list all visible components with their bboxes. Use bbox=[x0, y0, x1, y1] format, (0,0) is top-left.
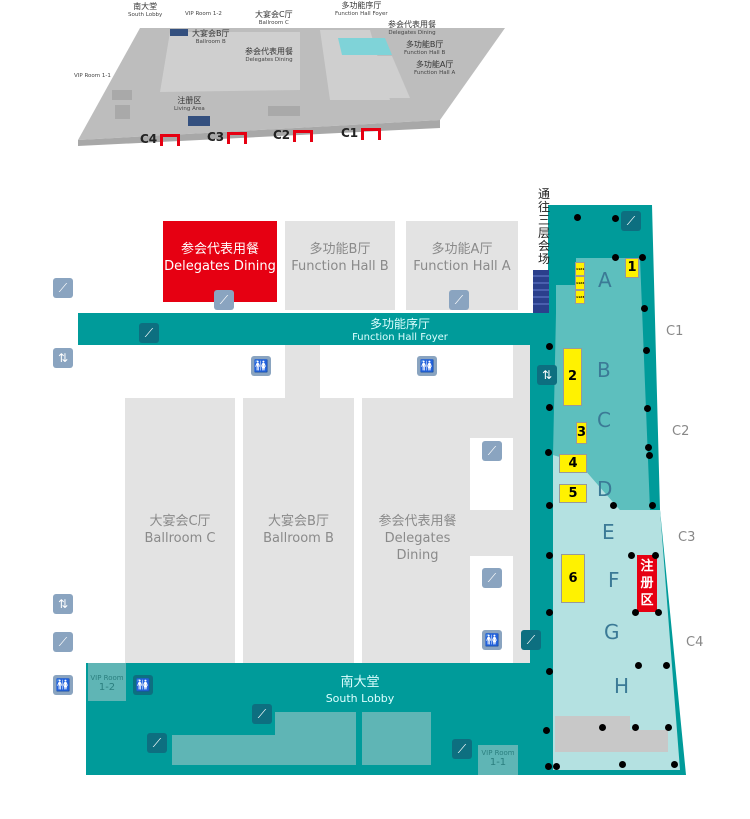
column-dot bbox=[546, 502, 553, 509]
column-dot bbox=[574, 214, 581, 221]
escalator-icon: ⟋ bbox=[621, 211, 641, 231]
gate-c4: C4 bbox=[686, 635, 704, 650]
overview-map bbox=[78, 28, 505, 146]
stairs-icon: ⟋ bbox=[482, 441, 502, 461]
gate-c3: C3 bbox=[678, 530, 696, 545]
column-dot bbox=[553, 763, 560, 770]
column-dot bbox=[612, 215, 619, 222]
column-dot bbox=[628, 552, 635, 559]
column-dot bbox=[646, 452, 653, 459]
ov-label-vip11: VIP Room 1-1 bbox=[74, 73, 111, 79]
zone-c: C bbox=[597, 408, 611, 432]
column-dot bbox=[610, 502, 617, 509]
zone-b: B bbox=[597, 358, 611, 382]
column-dot bbox=[652, 552, 659, 559]
column-dot bbox=[619, 761, 626, 768]
column-dot bbox=[649, 502, 656, 509]
booth-1122[interactable]: 1122 bbox=[575, 276, 585, 290]
column-dot bbox=[643, 347, 650, 354]
column-dot bbox=[645, 444, 652, 451]
elevator-icon: ⇅ bbox=[53, 594, 73, 614]
stairs-icon: ⟋ bbox=[214, 290, 234, 310]
column-dot bbox=[545, 763, 552, 770]
registration-area[interactable]: 注册区 bbox=[637, 555, 657, 612]
label-to-third-floor: 通往三层会场 bbox=[538, 187, 551, 266]
booth-4[interactable]: 4 bbox=[559, 454, 587, 473]
column-dot bbox=[612, 254, 619, 261]
column-dot bbox=[665, 724, 672, 731]
restroom-icon: 🚻 bbox=[417, 356, 437, 376]
column-dot bbox=[663, 662, 670, 669]
stairs-icon: ⟋ bbox=[452, 739, 472, 759]
stairs-icon: ⟋ bbox=[482, 568, 502, 588]
column-dot bbox=[644, 405, 651, 412]
ov-gate-c3: C3 bbox=[207, 130, 248, 144]
ov-gate-c2: C2 bbox=[273, 128, 314, 142]
column-dot bbox=[546, 404, 553, 411]
column-dot bbox=[599, 724, 606, 731]
ov-label-vip12: VIP Room 1-2 bbox=[185, 11, 222, 17]
column-dot bbox=[546, 668, 553, 675]
stairs-icon: ⟋ bbox=[53, 278, 73, 298]
zone-f: F bbox=[608, 568, 620, 592]
stairs-icon: ⟋ bbox=[147, 733, 167, 753]
booth-1[interactable]: 1 bbox=[625, 258, 639, 278]
column-dot bbox=[546, 343, 553, 350]
restroom-icon: 🚻 bbox=[133, 675, 153, 695]
booth-1123[interactable]: 1123 bbox=[575, 290, 585, 304]
column-dot bbox=[546, 552, 553, 559]
column-dot bbox=[639, 254, 646, 261]
escalator-icon: ⟋ bbox=[521, 630, 541, 650]
column-dot bbox=[632, 724, 639, 731]
restroom-icon: 🚻 bbox=[53, 675, 73, 695]
restroom-icon: 🚻 bbox=[251, 356, 271, 376]
booth-2[interactable]: 2 bbox=[563, 348, 582, 406]
zone-a: A bbox=[598, 268, 612, 292]
stairs-icon: ⟋ bbox=[449, 290, 469, 310]
escalator-icon: ⟋ bbox=[252, 704, 272, 724]
booth-1121[interactable]: 1121 bbox=[575, 262, 585, 276]
zone-h: H bbox=[614, 674, 630, 698]
zone-e: E bbox=[602, 520, 615, 544]
column-dot bbox=[671, 761, 678, 768]
elevator-icon: ⇅ bbox=[53, 348, 73, 368]
column-dot bbox=[632, 609, 639, 616]
ov-gate-c4: C4 bbox=[140, 132, 181, 146]
column-dot bbox=[543, 727, 550, 734]
escalator-icon: ⟋ bbox=[139, 323, 159, 343]
column-dot bbox=[545, 449, 552, 456]
column-dot bbox=[546, 609, 553, 616]
booth-3[interactable]: 3 bbox=[576, 422, 587, 444]
booth-6[interactable]: 6 bbox=[561, 554, 585, 603]
restroom-icon: 🚻 bbox=[482, 630, 502, 650]
zone-d: D bbox=[597, 477, 613, 501]
column-dot bbox=[655, 609, 662, 616]
column-dot bbox=[635, 662, 642, 669]
column-dot bbox=[641, 305, 648, 312]
gate-c1: C1 bbox=[666, 324, 684, 339]
gate-c2: C2 bbox=[672, 424, 690, 439]
elevator-icon: ⇅ bbox=[537, 365, 557, 385]
booth-5[interactable]: 5 bbox=[559, 484, 587, 503]
zone-g: G bbox=[604, 620, 620, 644]
ov-gate-c1: C1 bbox=[341, 126, 382, 140]
stairs-icon: ⟋ bbox=[53, 632, 73, 652]
